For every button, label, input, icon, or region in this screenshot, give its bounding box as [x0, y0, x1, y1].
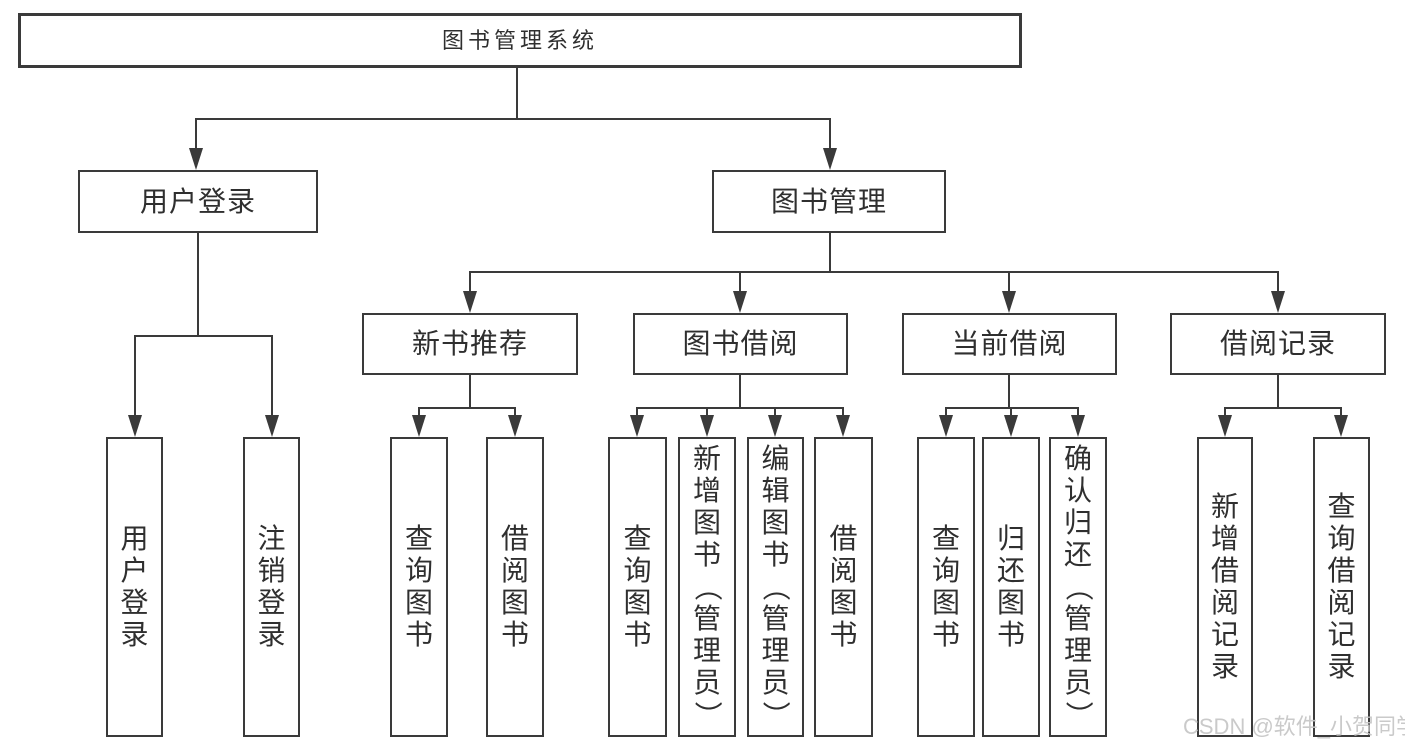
arrowhead-down-icon — [939, 415, 953, 437]
node-current-borrowing: 当前借阅 — [902, 313, 1117, 375]
connector-borrowing-drop-4 — [842, 407, 844, 417]
connector-current-stem — [1008, 375, 1010, 409]
arrowhead-down-icon — [1334, 415, 1348, 437]
arrowhead-down-icon — [1271, 291, 1285, 313]
arrowhead-down-icon — [412, 415, 426, 437]
node-user-login-label: 用户登录 — [139, 185, 256, 217]
connector-book-mgmt-drop-4 — [1277, 271, 1279, 293]
csdn-watermark: CSDN @软件_小贺同学 — [1183, 714, 1405, 739]
connector-current-drop-2 — [1010, 407, 1012, 417]
leaf-current-confirm-return-admin: 确认归还（管理员） — [1049, 437, 1107, 737]
connector-new-book-drop-2 — [514, 407, 516, 417]
arrowhead-down-icon — [1218, 415, 1232, 437]
connector-root-stem — [516, 68, 518, 119]
node-book-management-label: 图书管理 — [770, 185, 887, 217]
arrowhead-down-icon — [1071, 415, 1085, 437]
leaf-borrowing-query-books-label: 查询图书 — [623, 523, 652, 650]
node-new-book-recommend: 新书推荐 — [362, 313, 578, 375]
connector-records-drop-1 — [1224, 407, 1226, 417]
leaf-current-query-books: 查询图书 — [917, 437, 975, 737]
connector-current-rail — [945, 407, 1079, 409]
leaf-current-return-books-label: 归还图书 — [996, 523, 1025, 650]
connector-book-mgmt-drop-2 — [739, 271, 741, 293]
leaf-current-return-books: 归还图书 — [982, 437, 1040, 737]
arrowhead-down-icon — [768, 415, 782, 437]
connector-user-login-drop-2 — [271, 335, 273, 416]
arrowhead-down-icon — [630, 415, 644, 437]
connector-borrowing-drop-3 — [774, 407, 776, 417]
leaf-current-confirm-return-admin-label: 确认归还（管理员） — [1062, 443, 1094, 730]
connector-book-mgmt-drop-3 — [1008, 271, 1010, 293]
node-library-management-system: 图书管理系统 — [18, 13, 1022, 68]
connector-book-mgmt-stem — [829, 233, 831, 273]
arrowhead-down-icon — [733, 291, 747, 313]
leaf-borrowing-edit-books-admin-label: 编辑图书（管理员） — [760, 443, 792, 730]
connector-records-rail — [1224, 407, 1342, 409]
connector-current-drop-1 — [945, 407, 947, 417]
leaf-records-add-record-label: 新增借阅记录 — [1210, 491, 1239, 682]
leaf-recommend-query-books: 查询图书 — [390, 437, 448, 737]
node-borrowing-records-label: 借阅记录 — [1219, 328, 1336, 359]
arrowhead-down-icon — [1004, 415, 1018, 437]
leaf-logout: 注销登录 — [243, 437, 300, 737]
leaf-logout-label: 注销登录 — [257, 523, 286, 650]
connector-book-mgmt-drop-1 — [469, 271, 471, 293]
node-borrowing-records: 借阅记录 — [1170, 313, 1386, 375]
leaf-recommend-borrow-books-label: 借阅图书 — [500, 523, 529, 650]
leaf-user-login-label: 用户登录 — [120, 523, 149, 650]
node-new-book-recommend-label: 新书推荐 — [411, 328, 528, 359]
arrowhead-down-icon — [823, 148, 837, 170]
connector-root-drop-left — [195, 118, 197, 151]
arrowhead-down-icon — [189, 148, 203, 170]
connector-borrowing-drop-2 — [706, 407, 708, 417]
node-book-management: 图书管理 — [712, 170, 946, 233]
connector-new-book-drop-1 — [418, 407, 420, 417]
leaf-borrowing-add-books-admin: 新增图书（管理员） — [678, 437, 736, 737]
connector-new-book-rail — [418, 407, 516, 409]
leaf-borrowing-edit-books-admin: 编辑图书（管理员） — [747, 437, 804, 737]
arrowhead-down-icon — [1002, 291, 1016, 313]
leaf-recommend-borrow-books: 借阅图书 — [486, 437, 544, 737]
node-book-borrowing-label: 图书借阅 — [682, 328, 799, 359]
connector-user-login-drop-1 — [134, 335, 136, 416]
connector-new-book-stem — [469, 375, 471, 409]
arrowhead-down-icon — [836, 415, 850, 437]
node-book-borrowing: 图书借阅 — [633, 313, 848, 375]
arrowhead-down-icon — [265, 415, 279, 437]
leaf-records-query-record: 查询借阅记录 — [1313, 437, 1370, 737]
arrowhead-down-icon — [128, 415, 142, 437]
leaf-records-query-record-label: 查询借阅记录 — [1327, 491, 1356, 682]
connector-current-drop-3 — [1077, 407, 1079, 417]
connector-user-login-stem — [197, 233, 199, 337]
arrowhead-down-icon — [508, 415, 522, 437]
connector-root-rail — [195, 118, 831, 120]
node-user-login: 用户登录 — [78, 170, 318, 233]
leaf-records-add-record: 新增借阅记录 — [1197, 437, 1253, 737]
leaf-recommend-query-books-label: 查询图书 — [404, 523, 433, 650]
connector-root-drop-right — [829, 118, 831, 151]
connector-borrowing-rail — [636, 407, 844, 409]
leaf-borrowing-borrow-books-label: 借阅图书 — [829, 523, 858, 650]
node-current-borrowing-label: 当前借阅 — [951, 328, 1068, 359]
connector-records-stem — [1277, 375, 1279, 409]
leaf-borrowing-add-books-admin-label: 新增图书（管理员） — [691, 443, 723, 730]
connector-borrowing-drop-1 — [636, 407, 638, 417]
arrowhead-down-icon — [463, 291, 477, 313]
leaf-borrowing-borrow-books: 借阅图书 — [814, 437, 873, 737]
leaf-current-query-books-label: 查询图书 — [931, 523, 960, 650]
leaf-borrowing-query-books: 查询图书 — [608, 437, 667, 737]
node-library-management-system-label: 图书管理系统 — [441, 27, 598, 53]
connector-book-mgmt-rail — [469, 271, 1279, 273]
connector-user-login-rail — [134, 335, 273, 337]
leaf-user-login: 用户登录 — [106, 437, 163, 737]
connector-borrowing-stem — [739, 375, 741, 409]
arrowhead-down-icon — [700, 415, 714, 437]
connector-records-drop-2 — [1340, 407, 1342, 417]
